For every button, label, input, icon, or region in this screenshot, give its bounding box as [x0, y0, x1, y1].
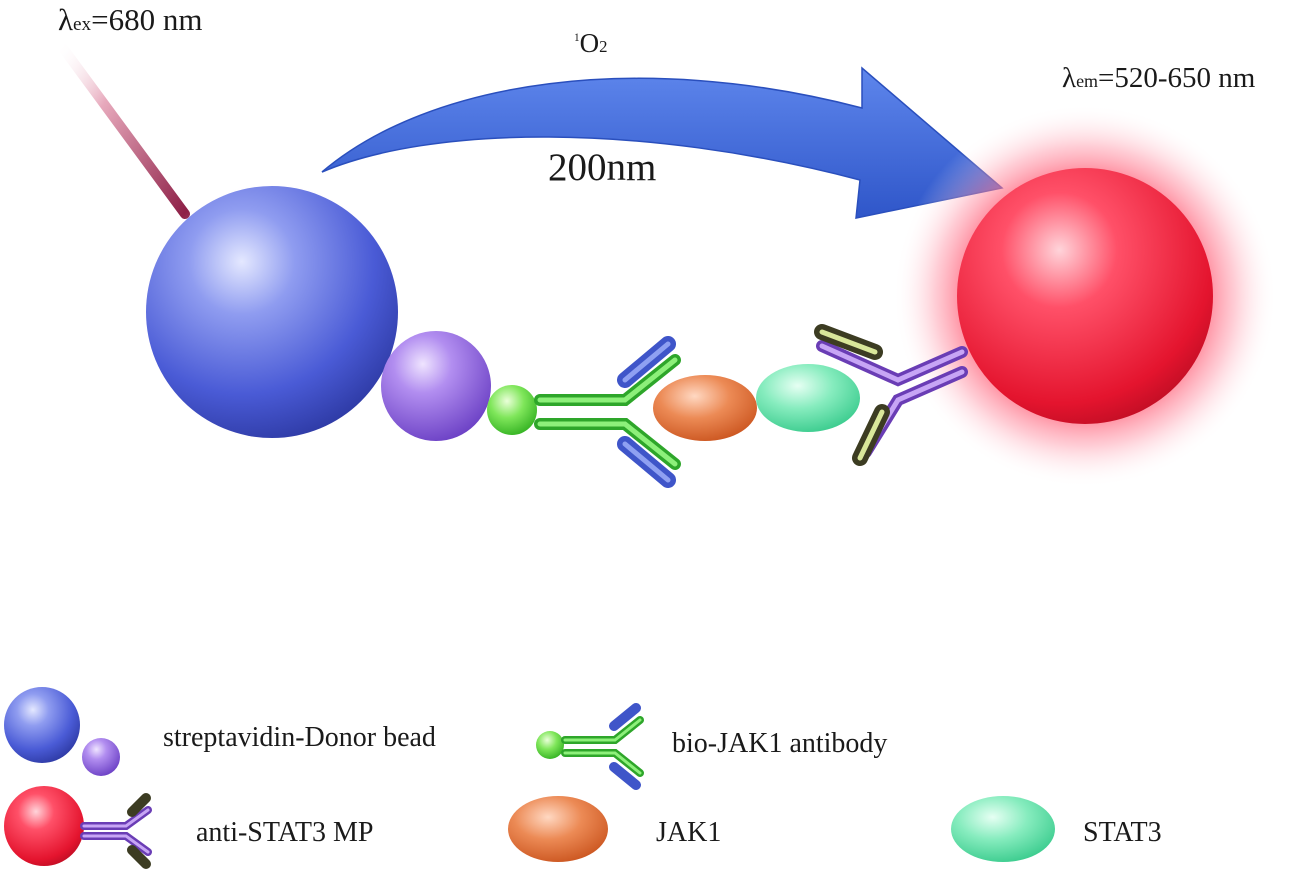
- legend-jak1-icon: [508, 796, 608, 862]
- jak1-ellipse: [653, 375, 757, 441]
- legend-biotin-icon: [536, 731, 564, 759]
- singlet-oxygen-label: 1O2: [574, 28, 608, 58]
- donor-bead: [146, 186, 398, 438]
- excitation-wavelength-label: λex=680 nm: [58, 2, 203, 37]
- biotin-sphere: [487, 385, 537, 435]
- distance-label: 200nm: [548, 146, 657, 189]
- bio-jak1-antibody: [534, 336, 681, 488]
- excitation-laser-beam: [55, 39, 190, 219]
- legend-stat3-icon: [951, 796, 1055, 862]
- legend-anti-stat3-icon: [80, 793, 152, 869]
- legend-acceptor-bead-icon: [4, 786, 84, 866]
- legend-jak1-label: JAK1: [656, 817, 722, 848]
- stat3-ellipse: [756, 364, 860, 432]
- acceptor-bead: [957, 168, 1213, 424]
- emission-wavelength-label: λem=520-650 nm: [1062, 62, 1256, 94]
- legend-streptavidin-icon: [82, 738, 120, 776]
- legend-donor-label: streptavidin-Donor bead: [163, 722, 436, 753]
- legend-bio-antibody-label: bio-JAK1 antibody: [672, 728, 888, 759]
- streptavidin-sphere: [381, 331, 491, 441]
- legend-stat3-label: STAT3: [1083, 817, 1162, 848]
- legend: [4, 687, 1055, 869]
- legend-anti-stat3-label: anti-STAT3 MP: [196, 817, 374, 848]
- anti-stat3-antibody: [814, 324, 968, 466]
- legend-donor-bead-icon: [4, 687, 80, 763]
- curved-arrow-icon: [321, 66, 1004, 219]
- legend-bio-antibody-icon: [561, 703, 644, 790]
